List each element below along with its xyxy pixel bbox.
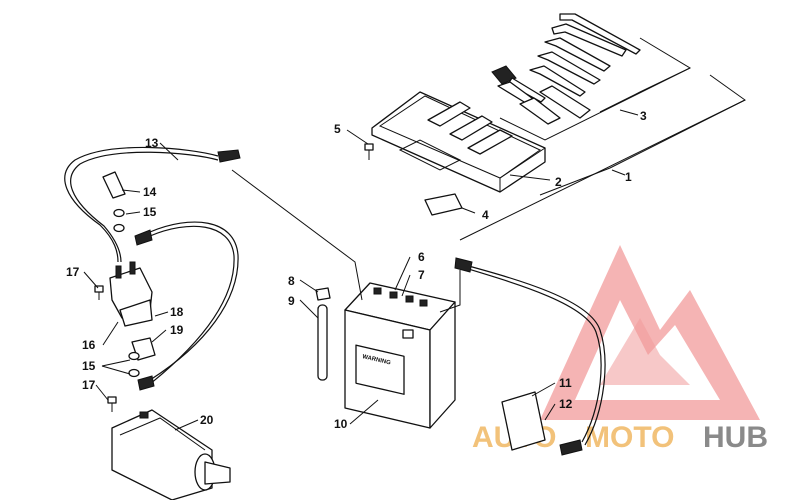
callout-20: 20 xyxy=(200,413,214,427)
callout-4: 4 xyxy=(482,208,489,222)
vent-clip xyxy=(315,287,331,301)
callout-15-upper: 15 xyxy=(143,205,157,219)
wrench-3 xyxy=(529,65,586,97)
callout-3: 3 xyxy=(640,109,647,123)
callout-13: 13 xyxy=(145,136,159,150)
callout-18: 18 xyxy=(170,305,184,319)
callout-17-lower: 17 xyxy=(82,378,96,392)
callout-1: 1 xyxy=(625,170,632,184)
callout-15-lower: 15 xyxy=(82,359,96,373)
callout-14: 14 xyxy=(143,185,157,199)
battery: WARNING xyxy=(344,282,456,429)
toolkit-bracket xyxy=(459,37,746,241)
boot-14 xyxy=(102,171,126,199)
foam-pad xyxy=(424,193,463,216)
solenoid-16 xyxy=(109,261,153,327)
allen-wrench xyxy=(559,13,641,55)
wrench-2 xyxy=(537,51,601,85)
callout-8: 8 xyxy=(288,274,295,288)
leader-lines xyxy=(83,142,556,431)
callout-11: 11 xyxy=(559,376,572,390)
callout-numbers: 1 2 3 4 5 6 7 8 9 10 11 12 13 14 15 15 1… xyxy=(66,109,647,431)
cable-18 xyxy=(134,221,239,391)
callout-6: 6 xyxy=(418,250,425,264)
boot-11 xyxy=(501,391,546,451)
screw-17-upper xyxy=(94,285,104,300)
screwdriver xyxy=(551,23,627,57)
wrench-1 xyxy=(544,37,611,72)
tool-tray xyxy=(371,91,546,193)
cable-13-path-indicator xyxy=(231,169,363,301)
watermark-hub: HUB xyxy=(703,421,768,454)
callout-9: 9 xyxy=(288,294,295,308)
leader-lines-upper xyxy=(346,109,639,214)
cable-guide xyxy=(439,270,461,313)
spark-plug-wrench xyxy=(539,85,591,119)
screw-5 xyxy=(364,143,374,160)
callout-16: 16 xyxy=(82,338,96,352)
callout-5: 5 xyxy=(334,122,341,136)
nuts-15-lower xyxy=(128,351,140,378)
screwdriver-handle xyxy=(491,65,517,85)
callout-19: 19 xyxy=(170,323,184,337)
nuts-15-upper xyxy=(113,208,125,233)
cable-12 xyxy=(454,257,606,456)
watermark-logo xyxy=(540,245,760,420)
vent-tube xyxy=(317,304,328,381)
callout-10: 10 xyxy=(334,417,348,431)
callout-17-upper: 17 xyxy=(66,265,80,279)
callout-2: 2 xyxy=(555,175,562,189)
callout-12: 12 xyxy=(559,397,573,411)
screw-17-lower xyxy=(107,396,117,412)
watermark-moto: MOTO xyxy=(585,421,674,454)
tool-set xyxy=(491,13,641,125)
callout-7: 7 xyxy=(418,268,425,282)
starter-motor-20 xyxy=(111,409,231,500)
